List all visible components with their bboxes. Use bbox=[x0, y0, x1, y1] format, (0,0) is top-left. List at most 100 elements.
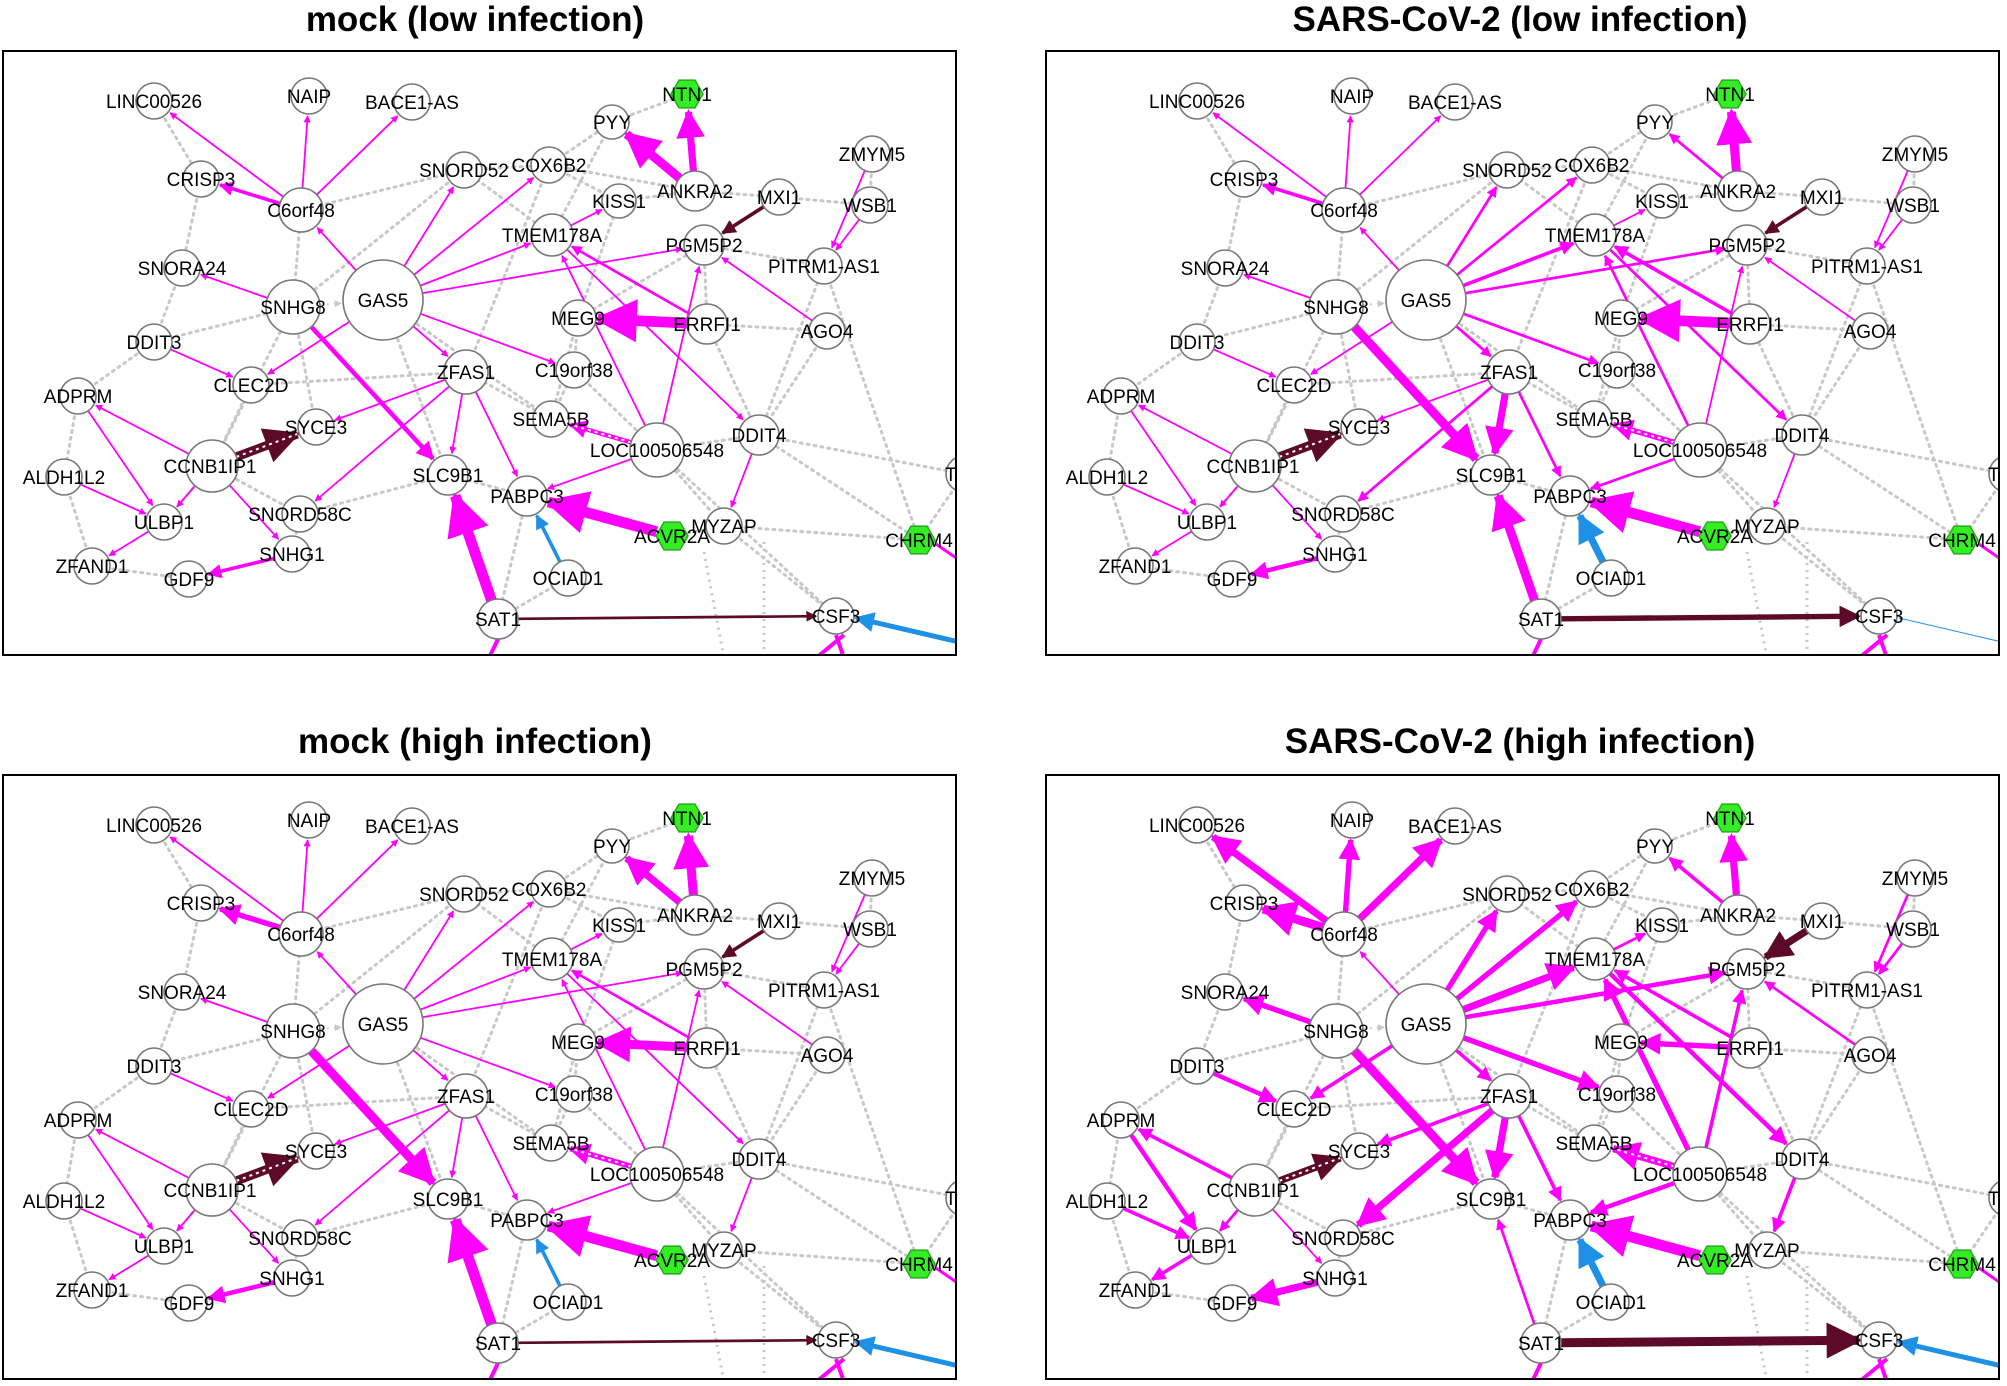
node-ntn1[interactable]: NTN1 bbox=[662, 79, 712, 109]
node-syce3[interactable]: SYCE3 bbox=[285, 1132, 347, 1170]
node-meg9[interactable]: MEG9 bbox=[551, 299, 605, 337]
node-gdf9[interactable]: GDF9 bbox=[164, 560, 215, 598]
node-chrm4[interactable]: CHRM4 bbox=[885, 1249, 953, 1279]
node-cox6b2[interactable]: COX6B2 bbox=[1555, 870, 1630, 908]
node-syce3[interactable]: SYCE3 bbox=[285, 408, 347, 446]
node-linc00526[interactable]: LINC00526 bbox=[1149, 806, 1245, 844]
node-pyy[interactable]: PYY bbox=[1636, 104, 1674, 140]
node-linc00526[interactable]: LINC00526 bbox=[106, 82, 202, 120]
node-snhg1[interactable]: SNHG1 bbox=[259, 535, 325, 573]
node-snora24[interactable]: SNORA24 bbox=[138, 249, 227, 287]
node-ankra2[interactable]: ANKRA2 bbox=[657, 170, 733, 212]
node-acvr2a[interactable]: ACVR2A bbox=[634, 1245, 710, 1275]
node-sema5b[interactable]: SEMA5B bbox=[1555, 1124, 1633, 1162]
node-acvr2a[interactable]: ACVR2A bbox=[634, 521, 710, 551]
node-ociad1[interactable]: OCIAD1 bbox=[533, 559, 604, 597]
node-zmym5[interactable]: ZMYM5 bbox=[839, 135, 906, 173]
node-pabpc3[interactable]: PABPC3 bbox=[1533, 1199, 1607, 1241]
node-ddit4[interactable]: DDIT4 bbox=[1775, 1138, 1830, 1180]
node-chrm4[interactable]: CHRM4 bbox=[885, 525, 953, 555]
node-zfas1[interactable]: ZFAS1 bbox=[1480, 349, 1538, 395]
node-mxi1[interactable]: MXI1 bbox=[1800, 902, 1844, 940]
node-myzap[interactable]: MYZAP bbox=[1734, 1231, 1800, 1269]
node-cox6b2[interactable]: COX6B2 bbox=[1555, 146, 1630, 184]
node-snhg8[interactable]: SNHG8 bbox=[1303, 1003, 1369, 1059]
node-crisp3[interactable]: CRISP3 bbox=[167, 884, 236, 922]
node-syce3[interactable]: SYCE3 bbox=[1328, 1132, 1390, 1170]
node-pitrm1-as1[interactable]: PITRM1-AS1 bbox=[1811, 971, 1923, 1009]
node-ntn1[interactable]: NTN1 bbox=[662, 803, 712, 833]
node-meg9[interactable]: MEG9 bbox=[551, 1023, 605, 1061]
node-ulbp1[interactable]: ULBP1 bbox=[134, 503, 194, 541]
node-tmem178a[interactable]: TMEM178A bbox=[1545, 937, 1646, 981]
node-clec2d[interactable]: CLEC2D bbox=[214, 366, 289, 404]
node-loc100506548[interactable]: LOC100506548 bbox=[1633, 422, 1767, 478]
node-pabpc3[interactable]: PABPC3 bbox=[1533, 475, 1607, 517]
node-c6orf48[interactable]: C6orf48 bbox=[267, 187, 335, 233]
node-ddit3[interactable]: DDIT3 bbox=[127, 1047, 182, 1085]
node-snora24[interactable]: SNORA24 bbox=[1181, 973, 1270, 1011]
node-c6orf48[interactable]: C6orf48 bbox=[267, 911, 335, 957]
node-clec2d[interactable]: CLEC2D bbox=[214, 1090, 289, 1128]
node-kiss1[interactable]: KISS1 bbox=[1635, 907, 1689, 943]
node-myzap[interactable]: MYZAP bbox=[1734, 507, 1800, 545]
node-kiss1[interactable]: KISS1 bbox=[592, 907, 646, 943]
node-snhg1[interactable]: SNHG1 bbox=[1302, 1259, 1368, 1297]
node-pabpc3[interactable]: PABPC3 bbox=[490, 1199, 564, 1241]
node-loc100506548[interactable]: LOC100506548 bbox=[1633, 1146, 1767, 1202]
node-errfi1[interactable]: ERRFI1 bbox=[673, 303, 741, 345]
node-wsb1[interactable]: WSB1 bbox=[1886, 186, 1940, 224]
node-crisp3[interactable]: CRISP3 bbox=[167, 160, 236, 198]
node-ulbp1[interactable]: ULBP1 bbox=[134, 1227, 194, 1265]
node-gdf9[interactable]: GDF9 bbox=[1207, 560, 1258, 598]
node-mxi1[interactable]: MXI1 bbox=[1800, 178, 1844, 216]
node-csf3[interactable]: CSF3 bbox=[812, 1321, 861, 1359]
node-ddit3[interactable]: DDIT3 bbox=[127, 323, 182, 361]
node-ociad1[interactable]: OCIAD1 bbox=[1576, 559, 1647, 597]
node-wsb1[interactable]: WSB1 bbox=[843, 910, 897, 948]
node-ociad1[interactable]: OCIAD1 bbox=[1576, 1283, 1647, 1321]
node-sat1[interactable]: SAT1 bbox=[475, 598, 521, 640]
node-aldh1l2[interactable]: ALDH1L2 bbox=[1066, 458, 1148, 496]
node-mxi1[interactable]: MXI1 bbox=[757, 902, 801, 940]
node-gas5[interactable]: GAS5 bbox=[1385, 983, 1467, 1065]
node-ankra2[interactable]: ANKRA2 bbox=[1700, 170, 1776, 212]
node-sat1[interactable]: SAT1 bbox=[1518, 598, 1564, 640]
node-tmem178a[interactable]: TMEM178A bbox=[502, 213, 603, 257]
node-zmym5[interactable]: ZMYM5 bbox=[1882, 859, 1949, 897]
node-naip[interactable]: NAIP bbox=[287, 77, 331, 115]
node-loc100506548[interactable]: LOC100506548 bbox=[590, 422, 724, 478]
node-snord58c[interactable]: SNORD58C bbox=[1291, 495, 1395, 533]
node-slc9b1[interactable]: SLC9B1 bbox=[413, 1178, 484, 1220]
node-pyy[interactable]: PYY bbox=[593, 828, 631, 864]
node-ntn1[interactable]: NTN1 bbox=[1705, 79, 1755, 109]
node-errfi1[interactable]: ERRFI1 bbox=[673, 1027, 741, 1069]
node-chrm4[interactable]: CHRM4 bbox=[1928, 1249, 1996, 1279]
node-pyy[interactable]: PYY bbox=[1636, 828, 1674, 864]
node-zmym5[interactable]: ZMYM5 bbox=[839, 859, 906, 897]
node-gas5[interactable]: GAS5 bbox=[342, 259, 424, 341]
node-ddit3[interactable]: DDIT3 bbox=[1170, 323, 1225, 361]
node-csf3[interactable]: CSF3 bbox=[1855, 597, 1904, 635]
node-snhg1[interactable]: SNHG1 bbox=[1302, 535, 1368, 573]
node-sema5b[interactable]: SEMA5B bbox=[512, 1124, 590, 1162]
node-ddit4[interactable]: DDIT4 bbox=[732, 414, 787, 456]
node-tra[interactable]: TRA bbox=[945, 1180, 957, 1216]
node-bace1-as[interactable]: BACE1-AS bbox=[365, 807, 459, 845]
node-ntn1[interactable]: NTN1 bbox=[1705, 803, 1755, 833]
node-ago4[interactable]: AGO4 bbox=[1844, 1036, 1897, 1074]
node-pitrm1-as1[interactable]: PITRM1-AS1 bbox=[768, 971, 880, 1009]
node-myzap[interactable]: MYZAP bbox=[691, 1231, 757, 1269]
node-zfand1[interactable]: ZFAND1 bbox=[1099, 547, 1172, 585]
node-c19orf38[interactable]: C19orf38 bbox=[535, 1075, 613, 1113]
node-tra[interactable]: TRA bbox=[945, 456, 957, 492]
node-zfas1[interactable]: ZFAS1 bbox=[437, 1073, 495, 1119]
node-snord58c[interactable]: SNORD58C bbox=[248, 1219, 352, 1257]
node-snhg8[interactable]: SNHG8 bbox=[260, 1003, 326, 1059]
node-naip[interactable]: NAIP bbox=[1330, 77, 1374, 115]
node-wsb1[interactable]: WSB1 bbox=[1886, 910, 1940, 948]
node-chrm4[interactable]: CHRM4 bbox=[1928, 525, 1996, 555]
node-errfi1[interactable]: ERRFI1 bbox=[1716, 303, 1784, 345]
node-tmem178a[interactable]: TMEM178A bbox=[1545, 213, 1646, 257]
node-snora24[interactable]: SNORA24 bbox=[1181, 249, 1270, 287]
